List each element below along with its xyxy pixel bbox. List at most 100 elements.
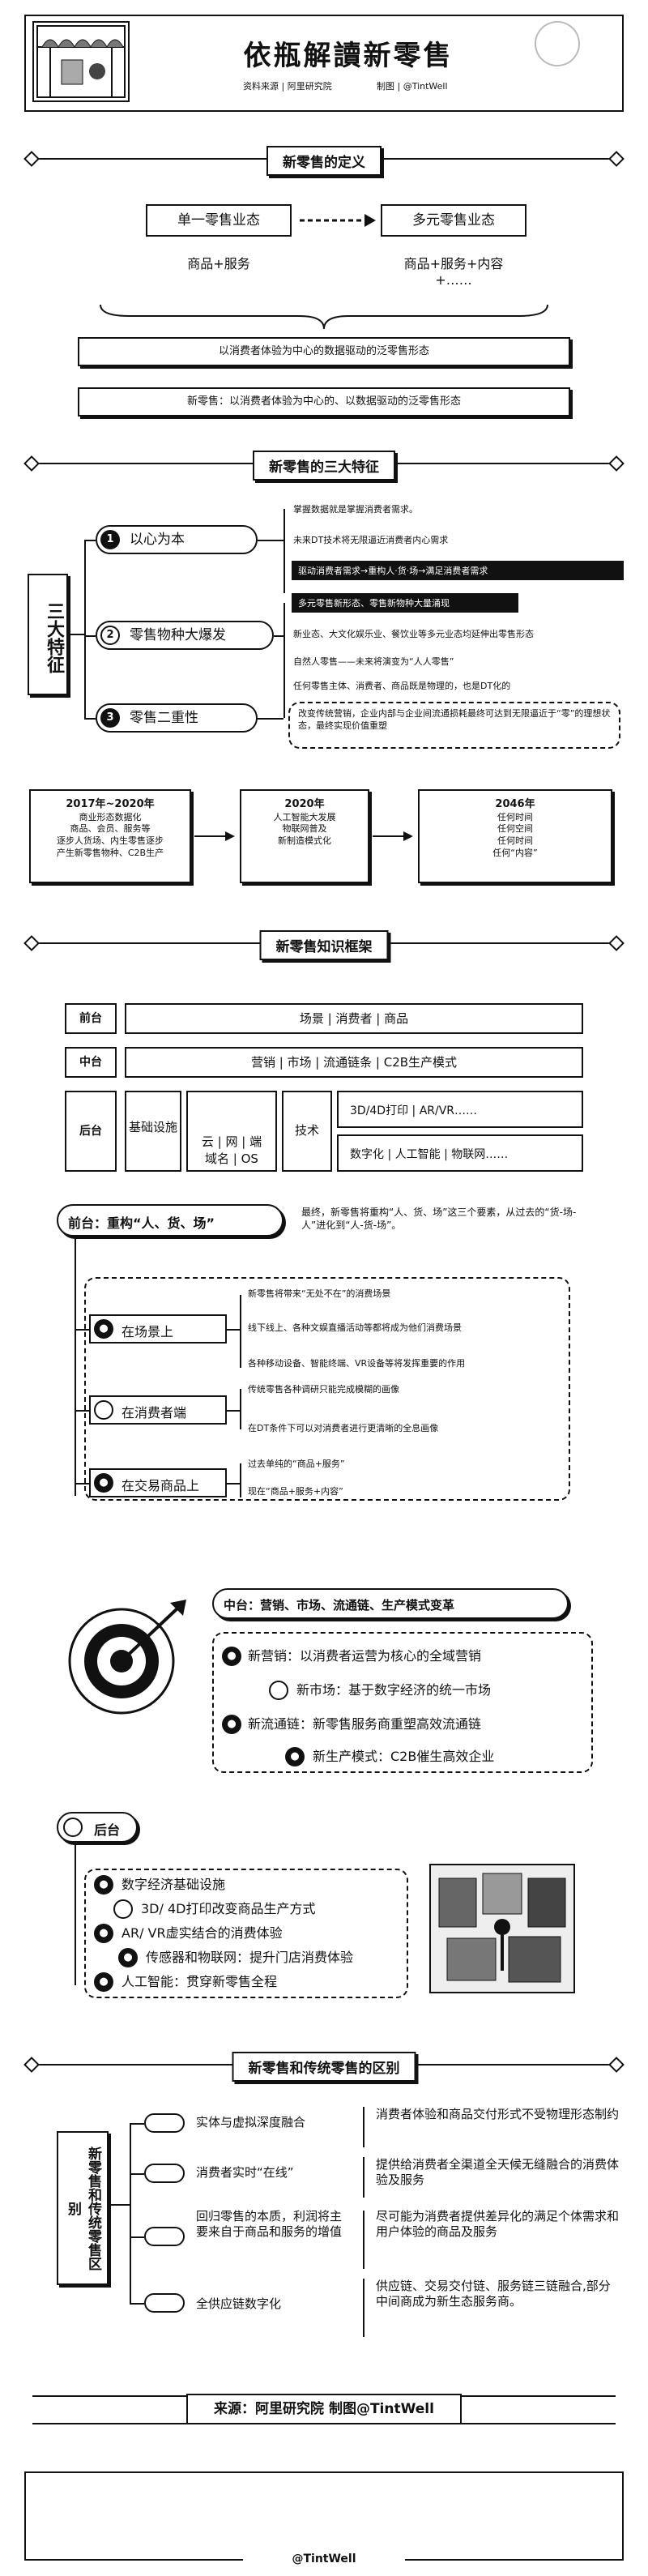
timeline-arrow-1-icon — [194, 830, 235, 843]
front-item-2-note-2: 在DT条件下可以对消费者进行更清晰的全息画像 — [248, 1423, 439, 1433]
feature-2-label: 零售物种大爆发 — [130, 627, 226, 643]
section-framework-banner: 新零售知识框架 — [0, 927, 648, 960]
timeline-arrow-2-icon — [373, 830, 413, 843]
timeline-3-text: 任何时间 任何空间 任何时间 任何“内容” — [492, 811, 538, 859]
back-item-1-bullet: ● — [94, 1875, 113, 1895]
front-item-1-note-1: 新零售将带来“无处不在”的消费场景 — [248, 1288, 391, 1299]
back-item-3: AR/ VR虚实结合的消费体验 — [122, 1925, 283, 1941]
front-item-3-note-2: 现在“商品+服务+内容” — [248, 1486, 343, 1497]
section-framework-title: 新零售知识框架 — [259, 930, 389, 960]
back-item-1: 数字经济基础设施 — [122, 1877, 226, 1892]
difference-side-label: 新零售和传统零售区别 — [57, 2131, 109, 2285]
front-item-1-note-3: 各种移动设备、智能终端、VR设备等将发挥重要的作用 — [248, 1358, 466, 1369]
framework-back-infra: 基础设施 — [125, 1091, 181, 1172]
front-item-1-note-2: 线下线上、各种文娱直播活动等都将成为他们消费场景 — [248, 1322, 462, 1333]
timeline-2-text: 人工智能大发展 物联网普及 新制造模式化 — [273, 811, 336, 847]
front-item-1-box: 在场景上 — [89, 1314, 227, 1344]
feature-1-label: 以心为本 — [130, 532, 185, 548]
timeline-1-text: 商业形态数据化 商品、会员、服务等 逐步人货场、内生零售逐步 产生新零售物种、C… — [56, 811, 164, 859]
middle-item-3: 新流通链：新零售服务商重塑高效流通链 — [248, 1716, 482, 1732]
difference-row-4-left: 全供应链数字化 — [196, 2296, 282, 2311]
source-left: 资料来源 | 阿里研究院 — [243, 81, 332, 92]
footer-frame — [24, 2471, 624, 2561]
middle-item-2: 新市场：基于数字经济的统一市场 — [296, 1682, 492, 1698]
front-item-3-bullet: ● — [94, 1473, 113, 1493]
back-item-5-bullet: ● — [94, 1972, 113, 1992]
definition-bar-2: 新零售：以消费者体验为中心的、以数据驱动的泛零售形态 — [78, 387, 570, 417]
feature-2-highlight: 多元零售新形态、零售新物种大量涌现 — [292, 593, 518, 613]
section-difference-title: 新零售和传统零售的区别 — [232, 2052, 416, 2082]
middle-items-frame — [212, 1632, 593, 1773]
feature-1-note-2: 未来DT技术将无限逼近消费者内心需求 — [293, 535, 449, 545]
framework-back-tag: 后台 — [65, 1091, 117, 1172]
store-illustration — [429, 1864, 575, 1993]
difference-row-1-marker — [144, 2113, 185, 2133]
brace-icon — [97, 301, 551, 331]
feature-1-num: 1 — [100, 530, 120, 549]
difference-row-1-left: 实体与虚拟深度融合 — [196, 2115, 306, 2130]
back-item-2: 3D/ 4D打印改变商品生产方式 — [141, 1901, 316, 1916]
footer-credit: 来源：阿里研究院 制图@TintWell — [186, 2394, 462, 2424]
back-item-4-bullet: ● — [118, 1948, 138, 1967]
features-connector — [84, 540, 86, 720]
feature-3-note-1: 任何零售主体、消费者、商品既是物理的，也是DT化的 — [293, 681, 511, 691]
section-definition-title: 新零售的定义 — [266, 146, 382, 176]
framework-front-row: 场景 | 消费者 | 商品 — [125, 1003, 583, 1034]
back-item-2-bullet — [113, 1899, 133, 1919]
middle-item-4: 新生产模式：C2B催生高效企业 — [313, 1749, 495, 1764]
front-item-3-note-1: 过去单纯的“商品+服务” — [248, 1459, 345, 1469]
definition-bar-1: 以消费者体验为中心的数据驱动的泛零售形态 — [78, 337, 570, 366]
middle-label-box: 中台：营销、市场、流通链、生产模式变革 — [212, 1588, 569, 1619]
features-side-label: 三大特征 — [28, 574, 68, 695]
feature-1-highlight: 驱动消费者需求→重构人·货·场→满足消费者需求 — [292, 561, 624, 580]
front-item-2-note-1: 传统零售各种调研只能完成模糊的画像 — [248, 1384, 399, 1395]
feature-3-num: 3 — [100, 708, 120, 728]
framework-middle-tag: 中台 — [65, 1047, 117, 1078]
evolution-arrow-icon — [298, 212, 376, 229]
difference-row-3-right: 尽可能为消费者提供差异化的满足个体需求和用户体验的商品及服务 — [376, 2209, 620, 2239]
difference-row-3-left: 回归零售的本质，利润将主要来自于商品和服务的增值 — [196, 2209, 343, 2239]
single-format-sub: 商品+服务 — [187, 256, 250, 271]
timeline-3-title: 2046年 — [495, 798, 535, 810]
timeline-2-title: 2020年 — [284, 798, 325, 810]
framework-back-ai: 数字化 | 人工智能 | 物联网…… — [337, 1134, 583, 1172]
single-format-label: 单一零售业态 — [177, 212, 260, 229]
source-right: 制图 | @TintWell — [377, 81, 448, 92]
header-illustration — [32, 21, 130, 102]
section-definition-banner: 新零售的定义 — [0, 143, 648, 176]
section-difference-banner: 新零售和传统零售的区别 — [0, 2048, 648, 2082]
single-format-box: 单一零售业态 — [146, 204, 292, 237]
section-features-banner: 新零售的三大特征 — [0, 447, 648, 481]
back-item-3-bullet: ● — [94, 1924, 113, 1943]
section-features-title: 新零售的三大特征 — [253, 451, 395, 481]
framework-back-print: 3D/4D打印 | AR/VR…… — [337, 1091, 583, 1128]
feature-2-box — [96, 621, 274, 650]
middle-item-1: 新营销：以消费者运营为核心的全域营销 — [248, 1648, 482, 1664]
target-icon — [57, 1596, 194, 1718]
definition-bar-2-text: 新零售：以消费者体验为中心的、以数据驱动的泛零售形态 — [186, 395, 461, 408]
difference-row-2-right: 提供给消费者全渠道全天候无缝融合的消费体验及服务 — [376, 2157, 620, 2187]
footer-handle: @TintWell — [243, 2553, 405, 2567]
front-label-box: 前台：重构“人、货、场” — [57, 1204, 284, 1237]
timeline-1-title: 2017年~2020年 — [66, 798, 155, 810]
difference-row-1-right: 消费者体验和商品交付形式不受物理形态制约 — [376, 2107, 620, 2121]
framework-back-tech: 技术 — [282, 1091, 332, 1172]
timeline-card-1: 2017年~2020年 商业形态数据化 商品、会员、服务等 逐步人货场、内生零售… — [29, 789, 191, 883]
feature-3-label: 零售二重性 — [130, 710, 198, 726]
multi-format-label: 多元零售业态 — [412, 212, 495, 229]
feature-1-box — [96, 525, 258, 554]
timeline-card-3: 2046年 任何时间 任何空间 任何时间 任何“内容” — [418, 789, 612, 883]
front-item-2-bullet — [94, 1400, 113, 1420]
feature-2-num: 2 — [100, 626, 120, 645]
store-scene-icon — [431, 1865, 573, 1992]
back-item-4: 传感器和物联网：提升门店消费体验 — [146, 1950, 354, 1965]
back-item-5: 人工智能：贯穿新零售全程 — [122, 1974, 278, 1989]
multi-format-box: 多元零售业态 — [381, 204, 526, 237]
feature-3-note-box: 改变传统营销，企业内部与企业间流通损耗最终可达到无限逼近于“零”的理想状态，最终… — [288, 702, 620, 749]
front-item-1-bullet: ● — [94, 1319, 113, 1339]
difference-row-2-marker — [144, 2164, 185, 2183]
feature-2-note-1: 新业态、大文化娱乐业、餐饮业等多元业态均延伸出零售形态 — [293, 629, 534, 639]
framework-front-tag: 前台 — [65, 1003, 117, 1034]
framework-back-cloud: 云 | 网 | 端 域名 | OS — [186, 1091, 277, 1172]
definition-bar-1-text: 以消费者体验为中心的数据驱动的泛零售形态 — [218, 345, 429, 357]
